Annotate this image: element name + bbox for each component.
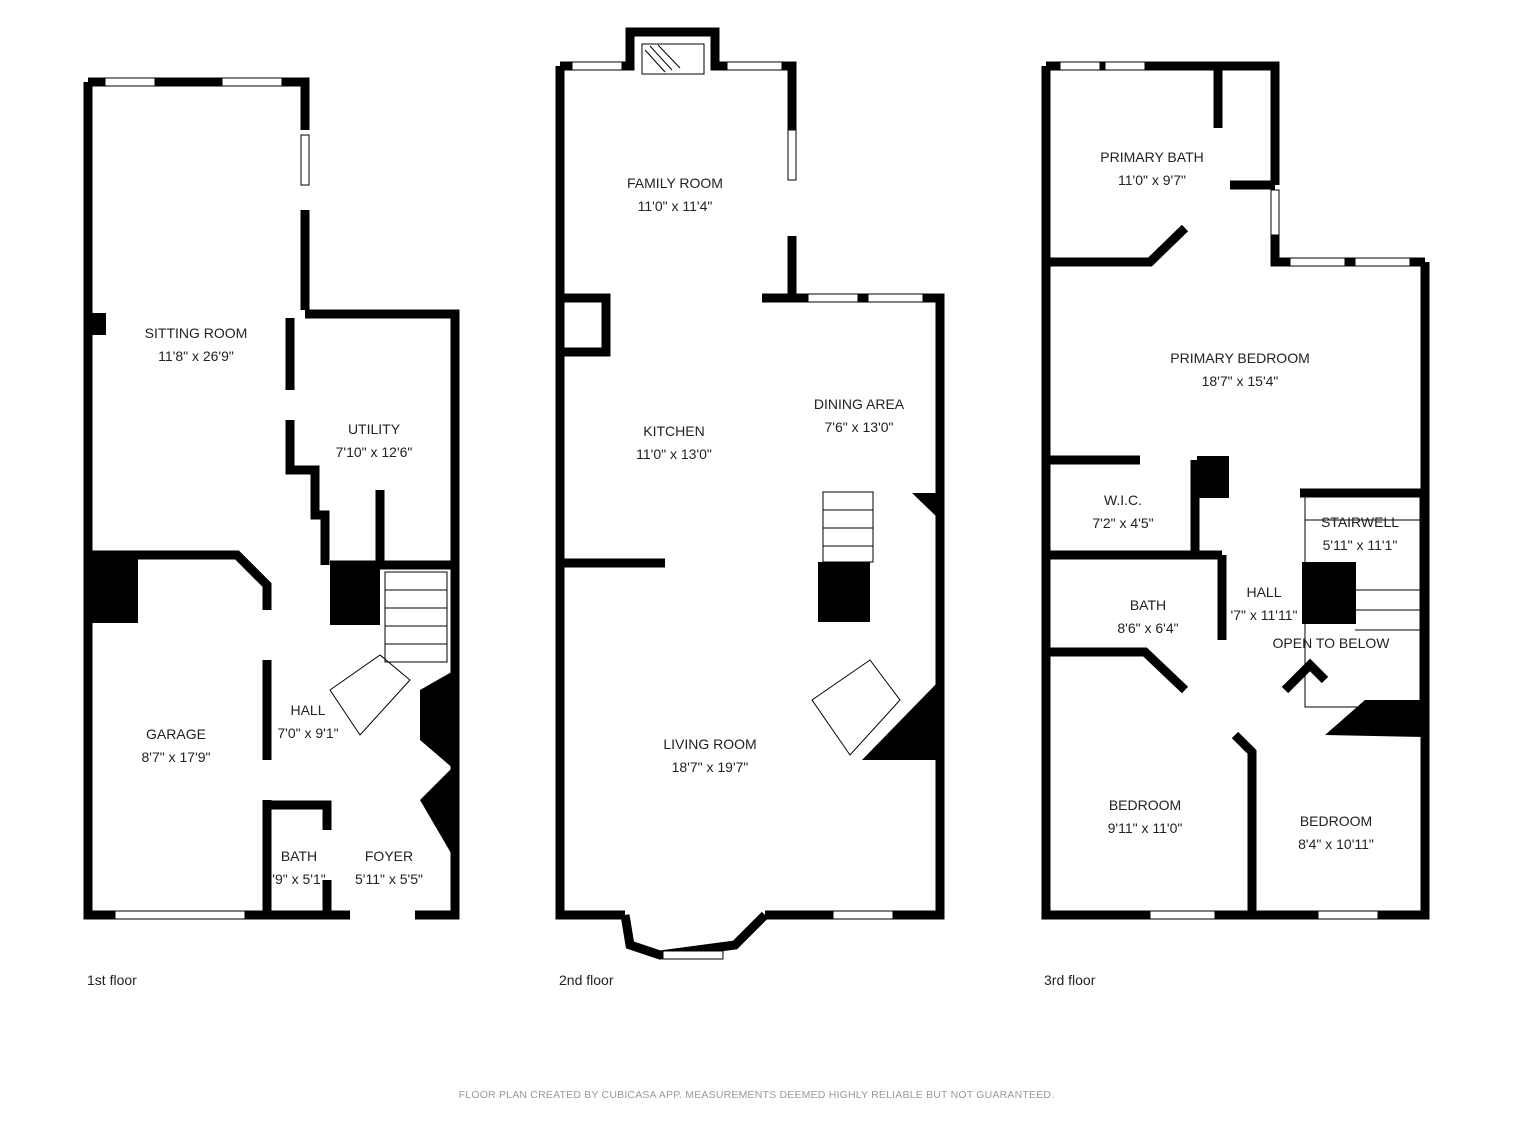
room-label-stairwell: STAIRWELL 5'11" x 11'1" (1321, 511, 1399, 557)
room-size: 5'11" x 11'1" (1322, 537, 1398, 553)
room-size: 11'8" x 26'9" (158, 348, 234, 364)
room-name: UTILITY (347, 421, 401, 437)
room-size: 8'4" x 10'11" (1298, 836, 1374, 852)
room-name: BATH (280, 848, 318, 864)
room-label-open-to-below: OPEN TO BELOW (1273, 632, 1390, 655)
room-label-bath: BATH 8'6" x 6'4" (1117, 594, 1178, 640)
room-name: PRIMARY BATH (1100, 149, 1204, 165)
room-name: OPEN TO BELOW (1272, 635, 1390, 651)
room-label-bath: BATH '9" x 5'1" (272, 845, 325, 891)
room-label-living-room: LIVING ROOM 18'7" x 19'7" (663, 733, 756, 779)
room-size: 11'0" x 11'4" (637, 198, 713, 214)
room-size: 9'11" x 11'0" (1107, 820, 1183, 836)
room-name: SITTING ROOM (144, 325, 248, 341)
room-size: 7'2" x 4'5" (1092, 515, 1154, 531)
room-size: 5'11" x 5'5" (355, 871, 423, 887)
room-label-bedroom-2: BEDROOM 8'4" x 10'11" (1298, 810, 1374, 856)
room-name: KITCHEN (643, 423, 705, 439)
room-name: W.I.C. (1103, 492, 1143, 508)
room-label-hall: HALL 7'0" x 9'1" (277, 699, 338, 745)
room-label-primary-bedroom: PRIMARY BEDROOM 18'7" x 15'4" (1170, 347, 1310, 393)
first-floor-walls (83, 77, 460, 920)
room-label-primary-bath: PRIMARY BATH 11'0" x 9'7" (1100, 146, 1203, 192)
room-size: 7'0" x 9'1" (277, 725, 339, 741)
room-size: '7" x 11'11" (1230, 607, 1298, 623)
room-name: DINING AREA (813, 396, 905, 412)
room-label-bedroom-1: BEDROOM 9'11" x 11'0" (1108, 794, 1183, 840)
second-floor-walls (555, 27, 945, 960)
room-label-family-room: FAMILY ROOM 11'0" x 11'4" (627, 172, 723, 218)
room-label-kitchen: KITCHEN 11'0" x 13'0" (636, 420, 712, 466)
room-label-garage: GARAGE 8'7" x 17'9" (142, 723, 211, 769)
room-size: 11'0" x 13'0" (636, 446, 712, 462)
room-name: BEDROOM (1299, 813, 1373, 829)
room-name: LIVING ROOM (663, 736, 757, 752)
room-name: BATH (1129, 597, 1167, 613)
floor-caption-2nd: 2nd floor (559, 972, 614, 988)
room-size: 7'10" x 12'6" (335, 444, 413, 460)
room-label-wic: W.I.C. 7'2" x 4'5" (1092, 489, 1153, 535)
room-size: '9" x 5'1" (272, 871, 326, 887)
room-label-hall: HALL '7" x 11'11" (1231, 581, 1298, 627)
room-name: STAIRWELL (1320, 514, 1400, 530)
room-name: HALL (1246, 584, 1282, 600)
room-label-sitting-room: SITTING ROOM 11'8" x 26'9" (145, 322, 248, 368)
room-name: FAMILY ROOM (627, 175, 723, 191)
room-size: 18'7" x 15'4" (1201, 373, 1279, 389)
room-size: 18'7" x 19'7" (671, 759, 749, 775)
room-label-utility: UTILITY 7'10" x 12'6" (336, 418, 413, 464)
floor-caption-1st: 1st floor (87, 972, 137, 988)
room-name: BEDROOM (1108, 797, 1182, 813)
room-label-foyer: FOYER 5'11" x 5'5" (355, 845, 423, 891)
room-size: 8'6" x 6'4" (1117, 620, 1179, 636)
room-name: PRIMARY BEDROOM (1170, 350, 1310, 366)
footer-disclaimer: FLOOR PLAN CREATED BY CUBICASA APP. MEAS… (458, 1089, 1055, 1101)
room-name: HALL (290, 702, 326, 718)
floor-caption-3rd: 3rd floor (1044, 972, 1096, 988)
room-name: FOYER (364, 848, 414, 864)
room-label-dining-area: DINING AREA 7'6" x 13'0" (814, 393, 904, 439)
room-size: 7'6" x 13'0" (824, 419, 894, 435)
room-size: 11'0" x 9'7" (1118, 172, 1186, 188)
room-name: GARAGE (146, 726, 206, 742)
room-size: 8'7" x 17'9" (141, 749, 211, 765)
